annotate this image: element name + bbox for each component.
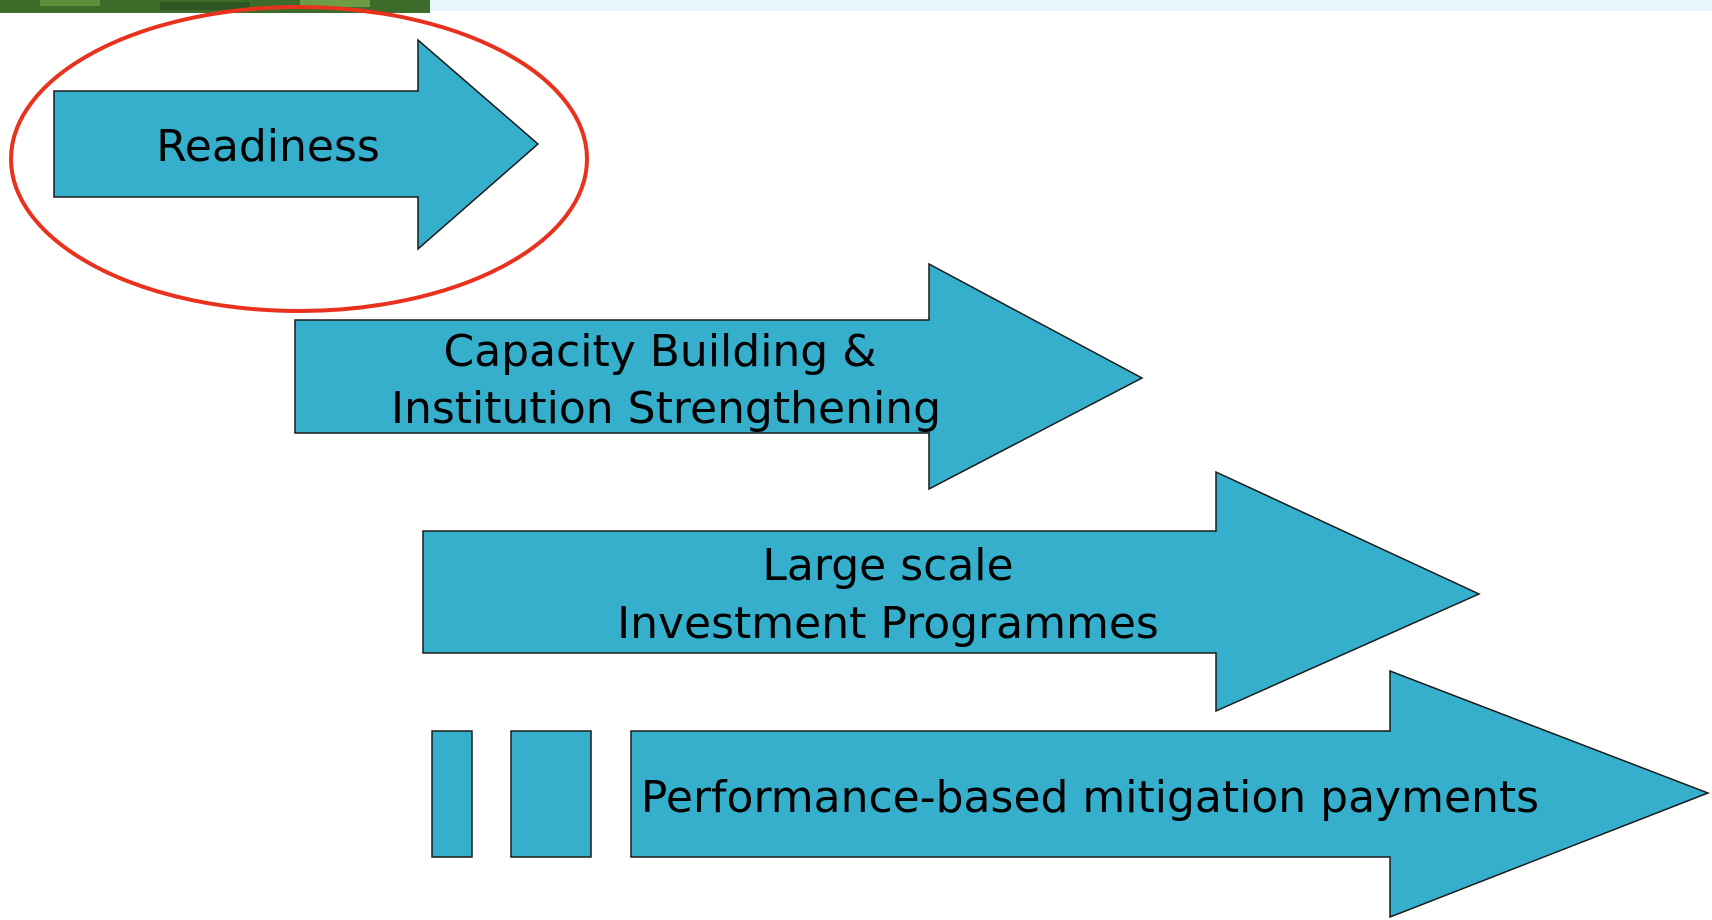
arrow-capacity-building: Capacity Building & Institution Strength… [294,262,1144,491]
arrow-capacity-building-shape [294,262,1144,491]
arrow-investment-programmes-shape [422,470,1481,713]
arrow-performance-payments: Performance-based mitigation payments [431,669,1711,919]
arrow-investment-programmes: Large scale Investment Programmes [422,470,1481,713]
corner-photo [0,0,430,13]
arrow-investment-programmes-label-line-1: Large scale [762,540,1013,591]
top-header-bar [430,0,1712,11]
highlight-ring [9,5,589,313]
arrow-readiness: Readiness [53,38,540,251]
arrow-performance-payments-label: Performance-based mitigation payments [641,772,1539,823]
arrow-readiness-label: Readiness [156,121,380,172]
lead-bar-1 [431,730,473,858]
arrow-capacity-building-label-line-1: Capacity Building & [443,326,876,377]
arrow-capacity-building-label-line-2: Institution Strengthening [391,383,941,434]
arrow-readiness-shape [53,38,540,251]
arrow-investment-programmes-label-line-2: Investment Programmes [617,598,1159,649]
arrow-performance-payments-shape [630,669,1711,919]
lead-bar-2 [510,730,592,858]
